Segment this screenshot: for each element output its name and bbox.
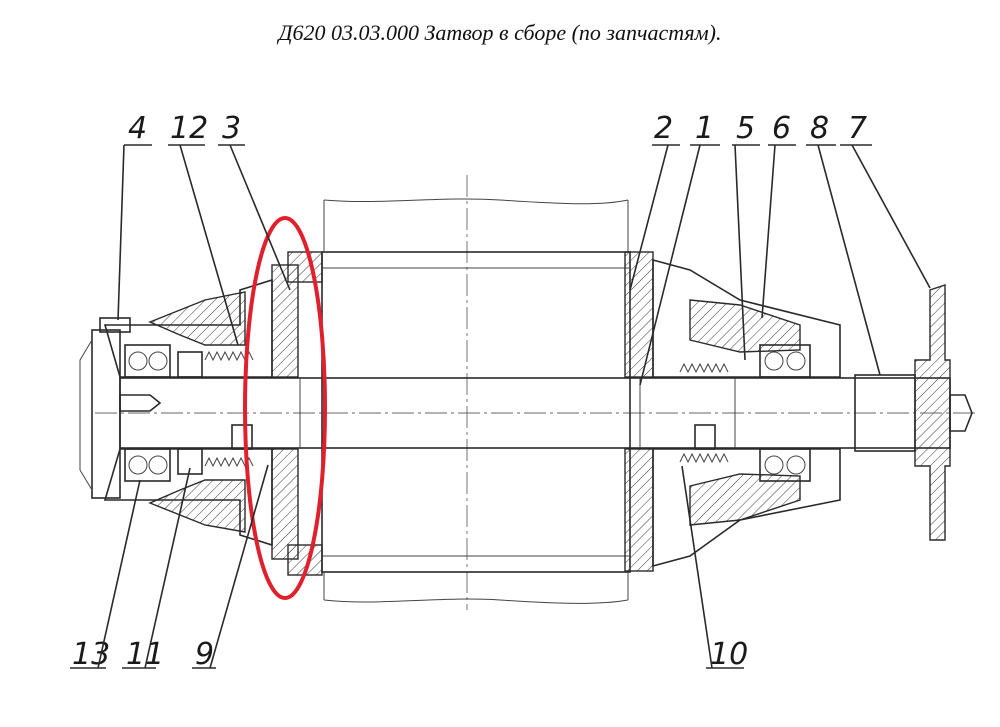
sprocket bbox=[854, 284, 973, 541]
callout-9: 9 bbox=[192, 464, 269, 672]
callout-11: 11 bbox=[122, 467, 191, 672]
callout-7: 7 bbox=[840, 111, 931, 289]
callout-13: 13 bbox=[70, 479, 141, 672]
svg-text:12: 12 bbox=[170, 111, 208, 146]
svg-text:4: 4 bbox=[128, 111, 147, 146]
callout-6: 6 bbox=[761, 111, 796, 319]
right-housing bbox=[652, 258, 841, 568]
svg-text:5: 5 bbox=[736, 111, 755, 146]
callouts: 4 12 3 2 1 5 6 bbox=[70, 111, 931, 672]
svg-text:10: 10 bbox=[710, 637, 748, 672]
svg-text:7: 7 bbox=[848, 111, 867, 146]
callout-1: 1 bbox=[639, 111, 720, 386]
svg-text:3: 3 bbox=[222, 111, 241, 146]
svg-text:6: 6 bbox=[772, 111, 791, 146]
right-bearing bbox=[679, 344, 811, 482]
left-bearing bbox=[124, 344, 171, 482]
callout-5: 5 bbox=[732, 111, 760, 361]
drawing-title: Д620 03.03.000 Затвор в сборе (по запчас… bbox=[278, 20, 722, 45]
left-end-plate bbox=[271, 251, 323, 576]
highlight-ellipse bbox=[243, 216, 327, 600]
svg-text:2: 2 bbox=[654, 111, 673, 146]
callout-3: 3 bbox=[218, 111, 291, 291]
callout-4: 4 bbox=[117, 111, 152, 321]
svg-text:9: 9 bbox=[195, 637, 214, 672]
left-shaft-bolt bbox=[99, 317, 162, 412]
svg-text:8: 8 bbox=[810, 111, 829, 146]
rotor-drum bbox=[321, 198, 631, 604]
callout-12: 12 bbox=[168, 111, 239, 346]
center-lines bbox=[95, 175, 975, 610]
callout-2: 2 bbox=[629, 111, 680, 291]
left-housing bbox=[79, 278, 273, 547]
right-end-plate bbox=[624, 251, 654, 572]
svg-text:1: 1 bbox=[695, 111, 714, 146]
callout-8: 8 bbox=[806, 111, 881, 376]
callout-10: 10 bbox=[681, 465, 748, 672]
